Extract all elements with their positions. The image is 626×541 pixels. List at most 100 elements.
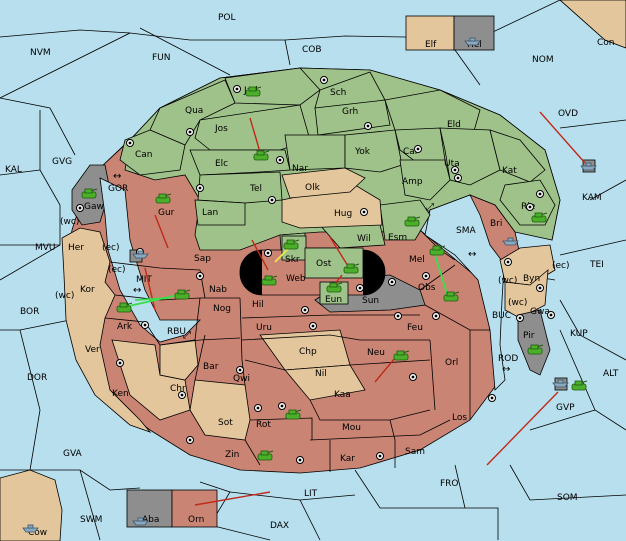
double-arrow-rbu: ⤢ bbox=[183, 330, 191, 341]
label-bar: Bar bbox=[203, 362, 219, 372]
province-nil[interactable] bbox=[284, 364, 366, 401]
label-tei: TEI bbox=[589, 260, 604, 270]
fleet-boat-icon[interactable] bbox=[580, 162, 597, 171]
army-tank-icon[interactable] bbox=[174, 289, 191, 300]
army-tank-icon[interactable] bbox=[245, 86, 262, 97]
army-tank-icon[interactable] bbox=[326, 282, 343, 293]
label-gur: Gur bbox=[158, 208, 175, 218]
supply-center-dot bbox=[411, 375, 415, 379]
label-byn: Byn bbox=[523, 274, 540, 284]
fleet-boat-icon[interactable] bbox=[552, 379, 569, 388]
coast-tag-1: (wc) bbox=[60, 217, 79, 227]
label-feu: Feu bbox=[407, 323, 423, 333]
province-ost[interactable] bbox=[304, 247, 364, 279]
label-bri: Bri bbox=[490, 219, 502, 229]
army-tank-icon[interactable] bbox=[443, 291, 460, 302]
supply-center-dot bbox=[303, 308, 307, 312]
army-tank-icon[interactable] bbox=[285, 409, 302, 420]
army-tank-icon[interactable] bbox=[283, 239, 300, 250]
army-tank-icon[interactable] bbox=[531, 212, 548, 223]
supply-center-dot bbox=[362, 210, 366, 214]
label-zin: Zin bbox=[225, 450, 239, 460]
order-arrow bbox=[194, 491, 271, 506]
supply-center-dot bbox=[78, 206, 82, 210]
supply-center-dot bbox=[396, 314, 400, 318]
stadium-right-cap bbox=[363, 250, 386, 295]
province-olk[interactable] bbox=[281, 167, 366, 199]
green-regions bbox=[119, 67, 556, 279]
province-cow[interactable] bbox=[0, 469, 63, 541]
supply-center-dot bbox=[322, 78, 326, 82]
label-buc: BUC bbox=[492, 311, 511, 321]
label-kam: KAM bbox=[582, 193, 602, 203]
label-hug: Hug bbox=[334, 209, 352, 219]
supply-center-dot bbox=[238, 368, 242, 372]
army-tank-icon[interactable] bbox=[253, 150, 270, 161]
supply-center-dot bbox=[266, 251, 270, 255]
supply-center-dot bbox=[311, 324, 315, 328]
coast-tag-6: (ec) bbox=[552, 261, 570, 271]
label-lit: LIT bbox=[304, 489, 318, 499]
label-qwi: Qwi bbox=[233, 374, 250, 384]
fleet-boat-icon[interactable] bbox=[132, 517, 149, 526]
label-fro: FRO bbox=[440, 479, 459, 489]
label-olk: Olk bbox=[305, 183, 321, 193]
army-tank-icon[interactable] bbox=[571, 380, 588, 391]
supply-center-dot bbox=[528, 205, 532, 209]
fleet-boat-icon[interactable] bbox=[22, 524, 39, 533]
label-orl: Orl bbox=[445, 358, 458, 368]
province-elf[interactable] bbox=[405, 15, 455, 51]
supply-center-dot bbox=[390, 280, 394, 284]
supply-center-dot bbox=[128, 141, 132, 145]
label-jos: Jos bbox=[214, 124, 228, 134]
army-tank-icon[interactable] bbox=[429, 245, 446, 256]
supply-center-dot bbox=[298, 458, 302, 462]
province-ken[interactable] bbox=[111, 339, 191, 421]
army-tank-icon[interactable] bbox=[116, 302, 133, 313]
label-sap: Sap bbox=[194, 254, 211, 264]
label-web: Web bbox=[286, 274, 306, 284]
label-yok: Yok bbox=[354, 147, 371, 157]
fleet-boat-icon[interactable] bbox=[502, 237, 519, 246]
army-tank-icon[interactable] bbox=[81, 188, 98, 199]
label-mel: Mel bbox=[409, 255, 425, 265]
province-chr[interactable] bbox=[159, 339, 199, 381]
label-pir: Pir bbox=[523, 331, 535, 341]
label-con: Con bbox=[597, 38, 615, 48]
province-pir[interactable] bbox=[517, 309, 551, 376]
double-arrow-mel: ↔ bbox=[468, 249, 476, 260]
label-elc: Elc bbox=[215, 159, 228, 169]
label-kat: Kat bbox=[502, 166, 517, 176]
supply-center-dot bbox=[366, 124, 370, 128]
label-chr: Chr bbox=[170, 384, 186, 394]
supply-center-dot bbox=[416, 147, 420, 151]
label-kor: Kor bbox=[80, 285, 95, 295]
army-tank-icon[interactable] bbox=[343, 263, 360, 274]
army-tank-icon[interactable] bbox=[527, 344, 544, 355]
army-tank-icon[interactable] bbox=[393, 350, 410, 361]
label-amp: Amp bbox=[402, 177, 423, 187]
label-nab: Nab bbox=[209, 285, 227, 295]
army-tank-icon[interactable] bbox=[261, 275, 278, 286]
label-can: Can bbox=[135, 150, 153, 160]
units bbox=[22, 37, 597, 533]
fleet-boat-icon[interactable] bbox=[132, 250, 149, 259]
supply-center-dot bbox=[424, 274, 428, 278]
label-pol: POL bbox=[218, 13, 236, 23]
province-orn[interactable] bbox=[171, 489, 218, 528]
label-uta: Uta bbox=[444, 159, 460, 169]
label-uru: Uru bbox=[256, 323, 272, 333]
fleet-boat-icon[interactable] bbox=[464, 37, 481, 46]
army-tank-icon[interactable] bbox=[155, 193, 172, 204]
label-wil: Wil bbox=[357, 234, 371, 244]
province-gwa[interactable] bbox=[504, 269, 549, 319]
label-grh: Grh bbox=[342, 107, 358, 117]
label-obs: Obs bbox=[418, 283, 436, 293]
supply-center-dot bbox=[270, 198, 274, 202]
army-tank-icon[interactable] bbox=[404, 216, 421, 227]
army-tank-icon[interactable] bbox=[257, 450, 274, 461]
label-gwa: Gwa bbox=[530, 307, 550, 317]
double-arrow-mit: ↔ bbox=[133, 285, 141, 296]
province-con[interactable] bbox=[559, 0, 626, 49]
